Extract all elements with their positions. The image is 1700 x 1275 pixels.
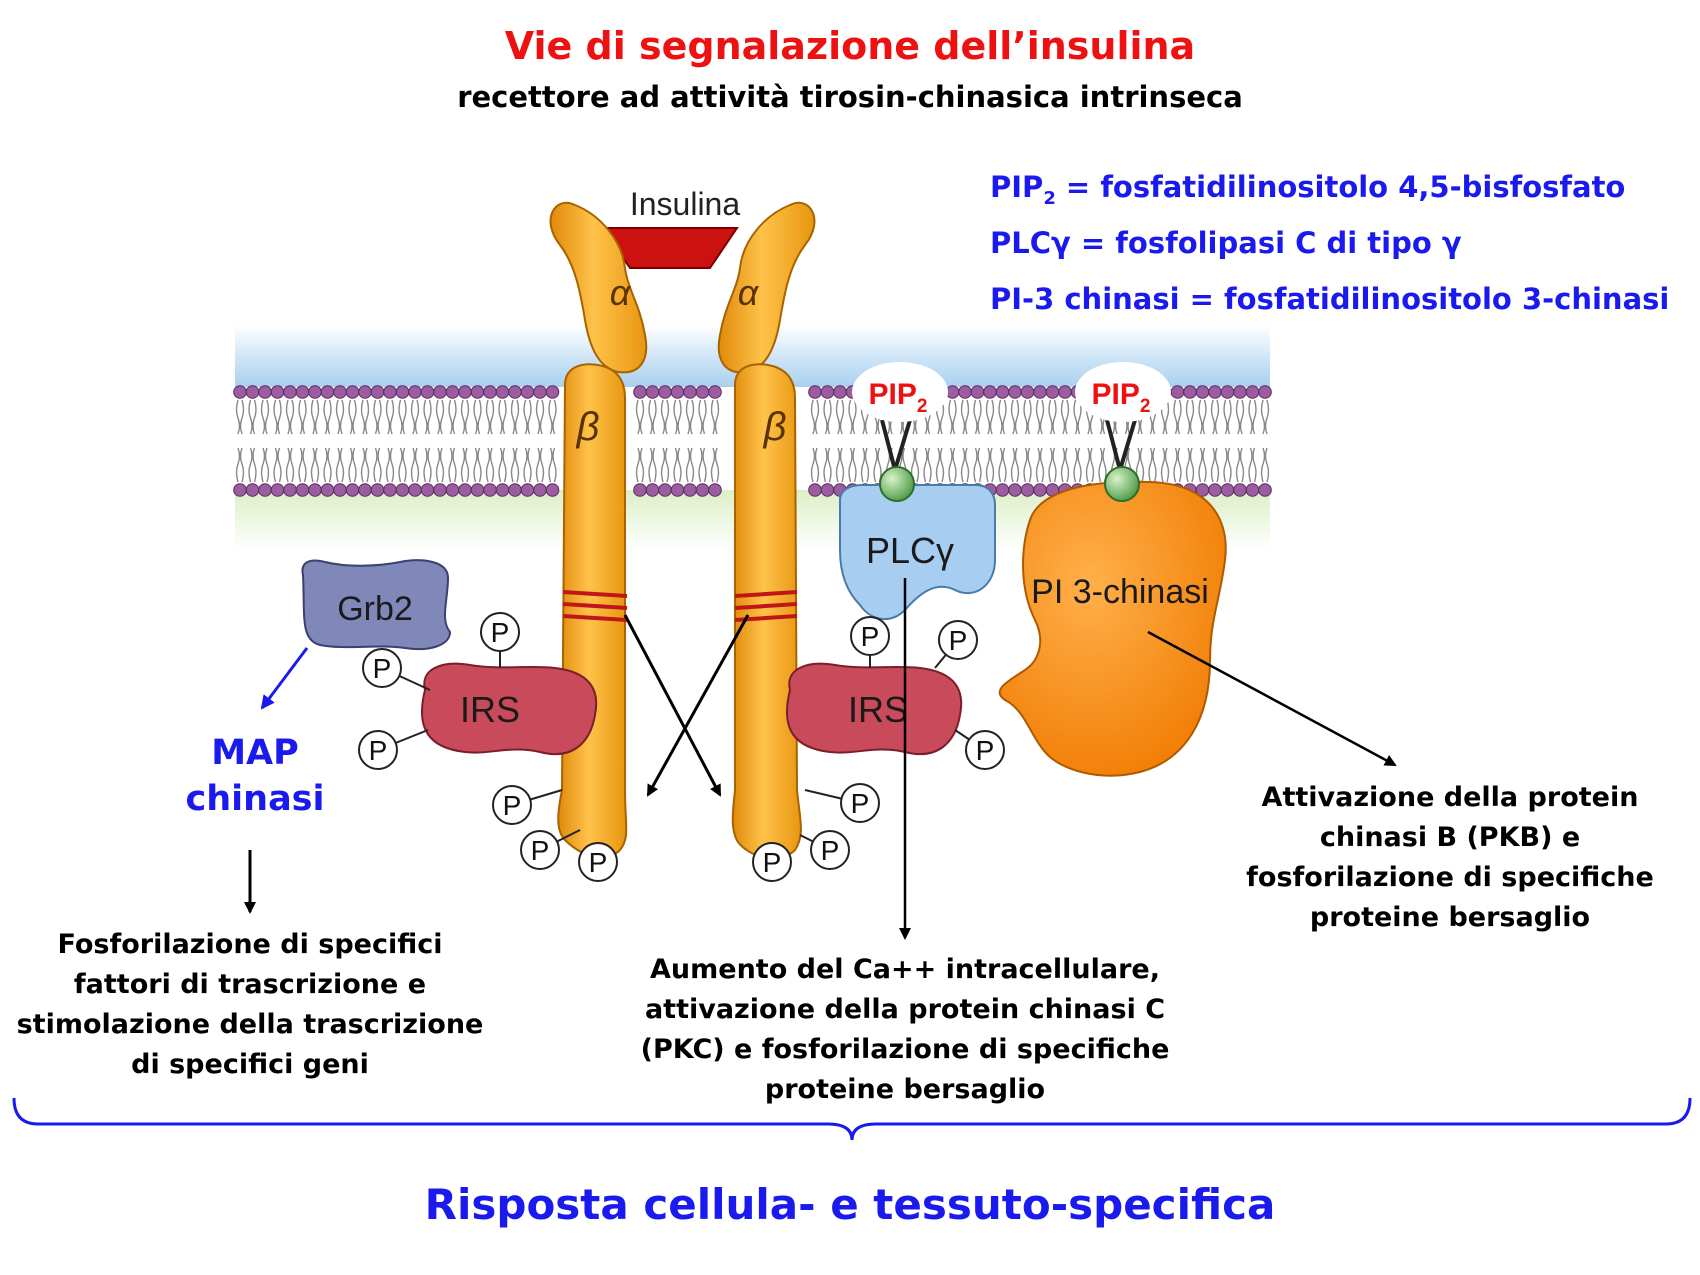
page-title: Vie di segnalazione dell’insulina bbox=[504, 24, 1196, 68]
phosphate-12 bbox=[965, 730, 1005, 770]
irs-right-label: IRS bbox=[848, 689, 908, 730]
outcome-map-kinase: Fosforilazione di specifici fattori di t… bbox=[16, 929, 484, 1080]
phosphate-5 bbox=[520, 830, 560, 870]
insulin-label: Insulina bbox=[630, 186, 741, 222]
phosphate-4 bbox=[492, 785, 532, 825]
phosphate-6 bbox=[578, 842, 618, 882]
phosphate-10 bbox=[850, 616, 890, 656]
phosphate-label-1: P bbox=[491, 617, 510, 648]
legend-item-pi3k: PI-3 chinasi = fosfatidilinositolo 3-chi… bbox=[990, 282, 1670, 316]
pip2-label-2: PIP2 bbox=[1092, 378, 1151, 417]
map-kinase-label: MAP chinasi bbox=[185, 733, 325, 819]
legend-item-plc: PLCγ = fosfolipasi C di tipo γ bbox=[990, 226, 1462, 260]
legend-item-pip2: PIP2 = fosfatidilinositolo 4,5-bisfosfat… bbox=[990, 170, 1626, 209]
beta-label-left: β bbox=[576, 405, 600, 449]
phosphate-label-9: P bbox=[763, 847, 782, 878]
pip2-anchor-1 bbox=[879, 419, 915, 502]
phosphate-label-12: P bbox=[976, 735, 995, 766]
irs-right bbox=[785, 662, 963, 756]
plc-gamma-label: PLCγ bbox=[866, 530, 954, 571]
phosphate-1 bbox=[480, 612, 520, 652]
beta-label-right: β bbox=[763, 405, 787, 449]
alpha-label-right: α bbox=[738, 272, 760, 313]
phosphate-label-4: P bbox=[503, 790, 522, 821]
phosphate-label-3: P bbox=[369, 735, 388, 766]
outcome-plc: Aumento del Ca++ intracellulare, attivaz… bbox=[640, 954, 1170, 1105]
grb2 bbox=[301, 559, 452, 651]
plc-gamma bbox=[839, 484, 996, 620]
grb2-label: Grb2 bbox=[337, 590, 413, 628]
pip2-bubble-1 bbox=[852, 362, 948, 422]
phosphate-8 bbox=[810, 830, 850, 870]
bracket-response bbox=[12, 1097, 1692, 1141]
transphosphorylation-arrow-1 bbox=[623, 614, 722, 797]
beta-subunit-right bbox=[731, 363, 802, 860]
kinase-domain-left bbox=[562, 590, 628, 622]
phosphate-label-10: P bbox=[861, 621, 880, 652]
page-subtitle: recettore ad attività tirosin-chinasica … bbox=[457, 80, 1243, 114]
transphosphorylation-arrow-2 bbox=[646, 614, 750, 797]
pi3-kinase-label: PI 3-chinasi bbox=[1031, 573, 1209, 611]
phosphate-3 bbox=[358, 730, 398, 770]
phosphate-label-2: P bbox=[373, 653, 392, 684]
phosphate-label-7: P bbox=[851, 788, 870, 819]
phosphate-11 bbox=[938, 620, 978, 660]
phosphate-7 bbox=[840, 783, 880, 823]
pip2-anchor-2 bbox=[1104, 419, 1140, 502]
pip2-bubble-2 bbox=[1075, 362, 1171, 422]
pi3k-to-outcome-arrow bbox=[1147, 630, 1397, 767]
irs-left bbox=[420, 662, 598, 756]
phosphate-label-6: P bbox=[589, 847, 608, 878]
pip2-label-1: PIP2 bbox=[869, 378, 928, 417]
phosphate-label-11: P bbox=[949, 625, 968, 656]
alpha-subunit-left bbox=[549, 201, 648, 374]
phosphate-label-5: P bbox=[531, 835, 550, 866]
pi3-kinase bbox=[998, 480, 1227, 777]
alpha-label-left: α bbox=[610, 272, 632, 313]
phosphate-2 bbox=[362, 648, 402, 688]
phosphate-9 bbox=[752, 842, 792, 882]
phosphate-label-8: P bbox=[821, 835, 840, 866]
cell-response-label: Risposta cellula- e tessuto-specifica bbox=[424, 1180, 1276, 1229]
irs-left-label: IRS bbox=[460, 689, 520, 730]
outcome-pi3k: Attivazione della protein chinasi B (PKB… bbox=[1246, 782, 1654, 933]
grb2-to-map-arrow bbox=[260, 647, 309, 710]
